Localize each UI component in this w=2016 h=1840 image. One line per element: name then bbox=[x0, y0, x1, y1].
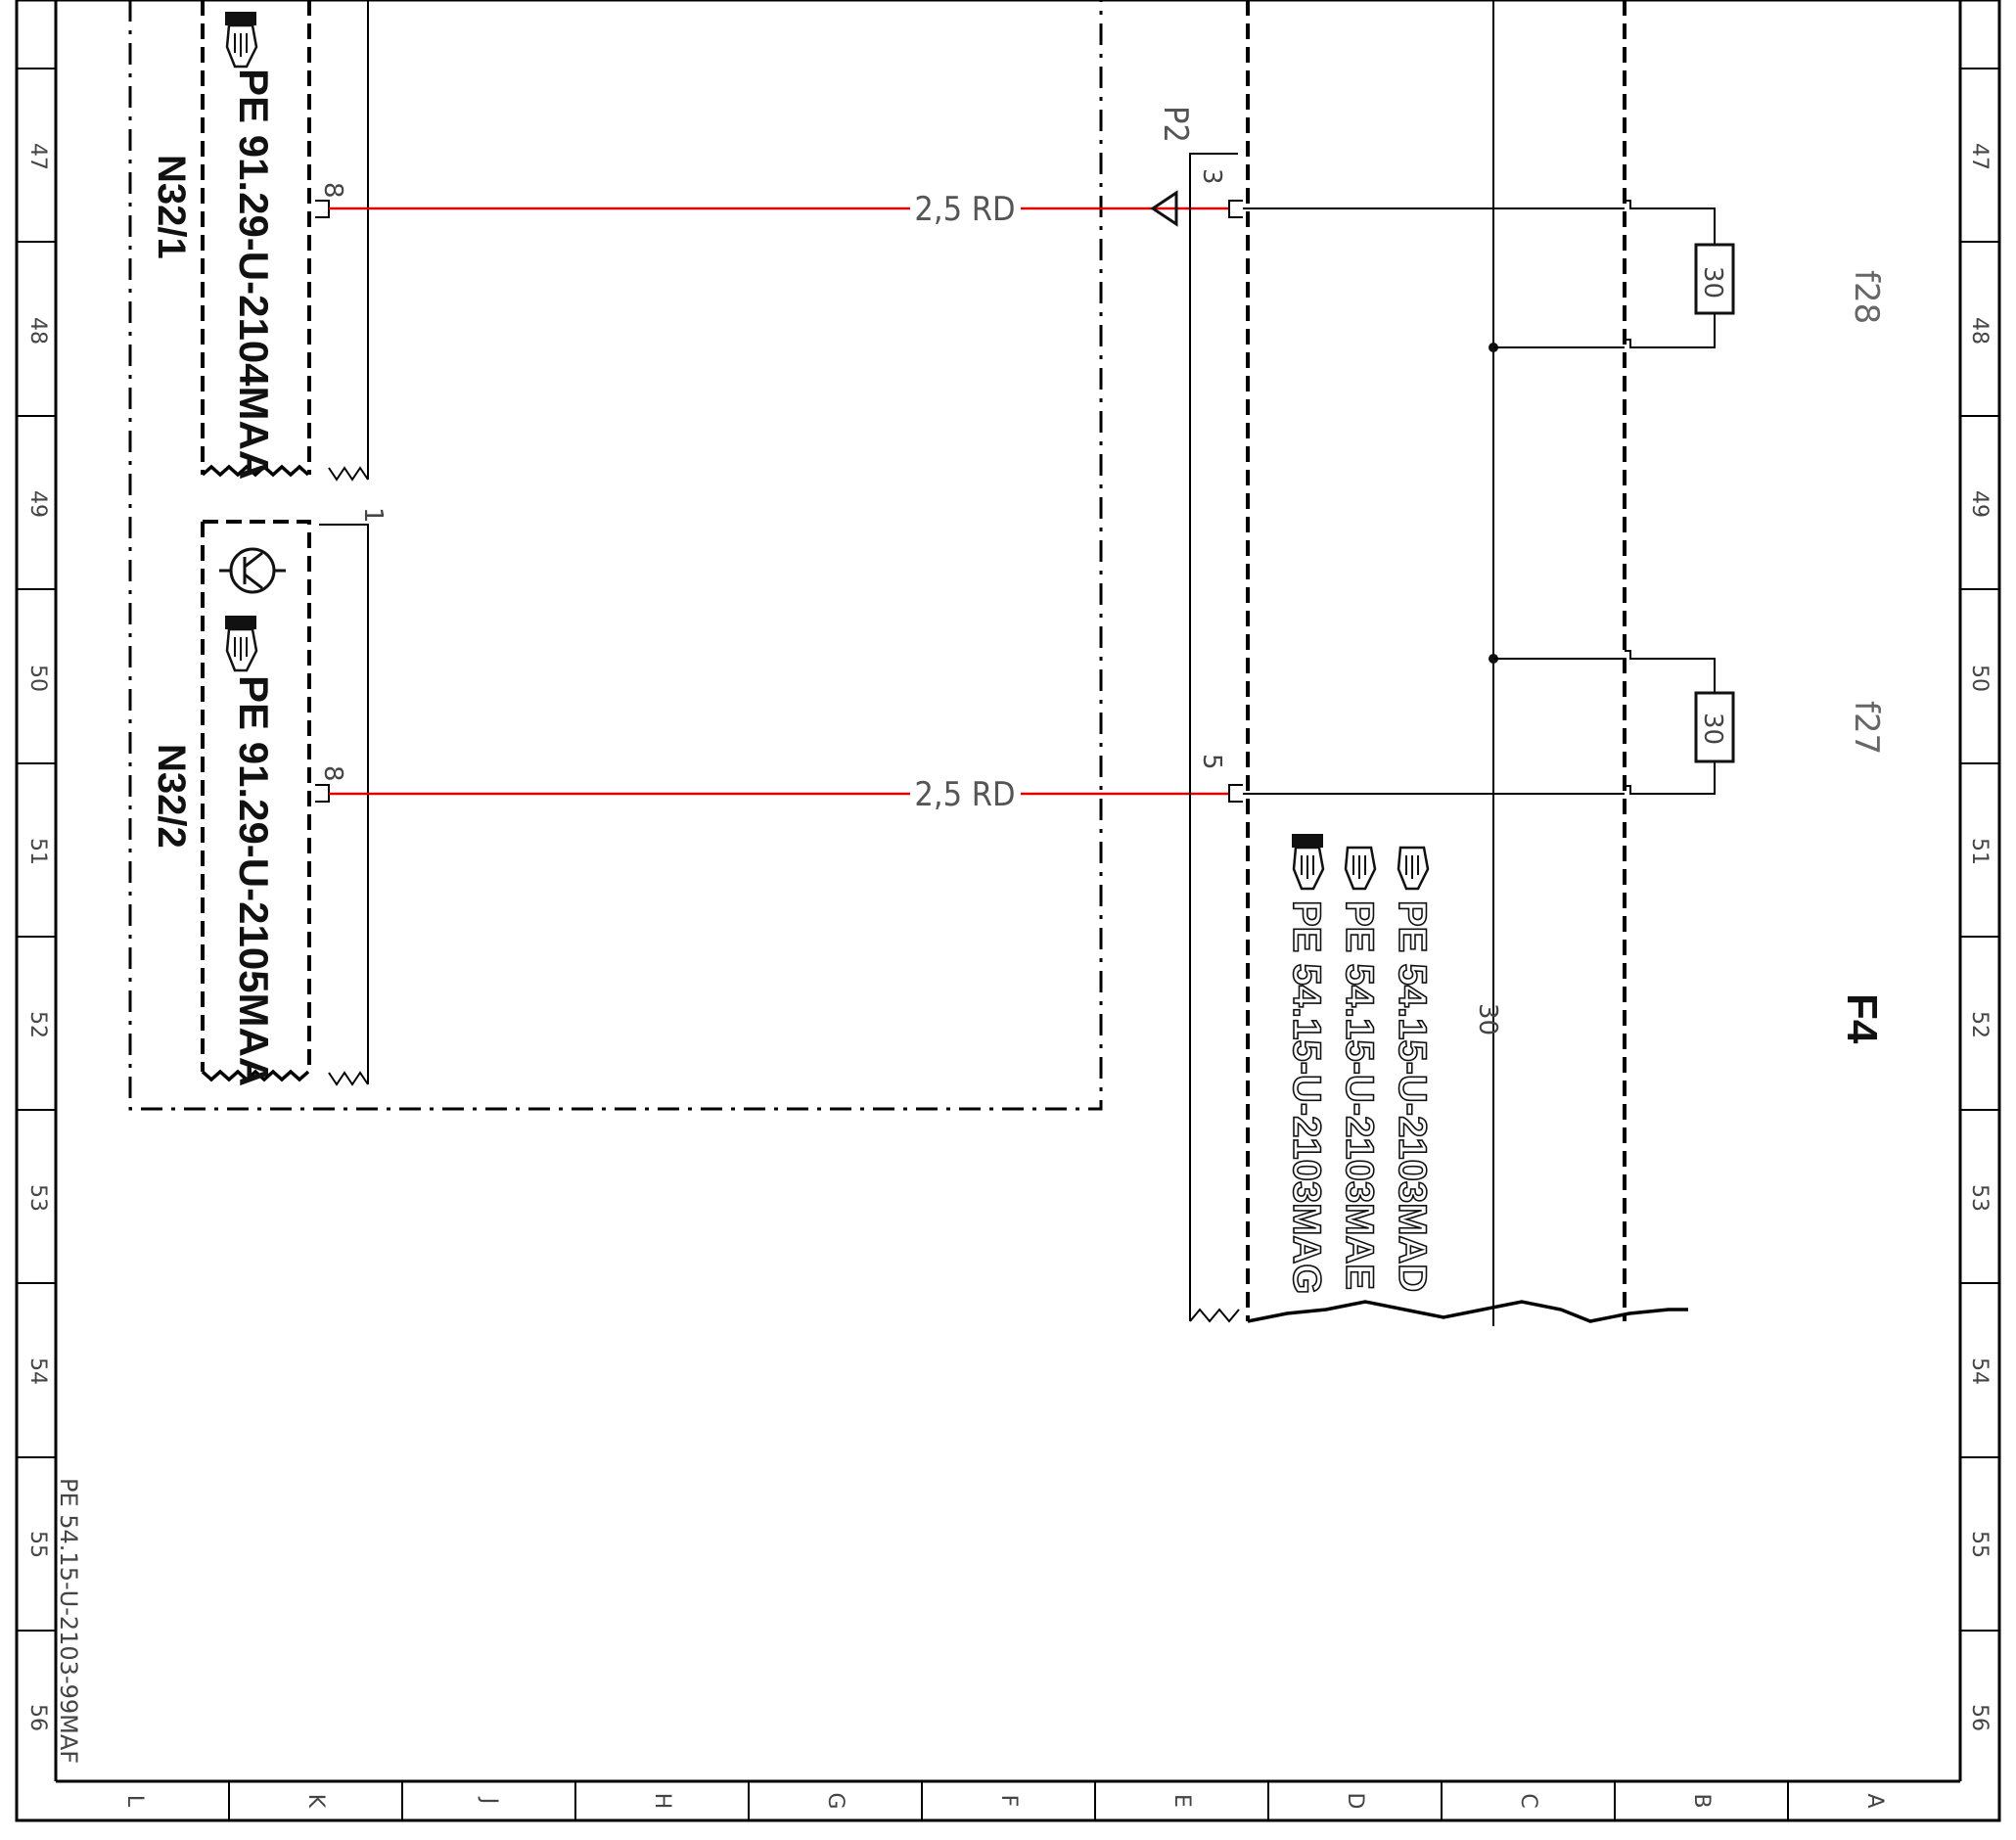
column-label: G bbox=[823, 1792, 848, 1809]
fuse-f27: 30 f27 bbox=[1625, 650, 1886, 795]
row-label: 54 bbox=[25, 1357, 50, 1385]
wire-2: 2,5 RD bbox=[329, 775, 1229, 814]
connector-pin: 3 bbox=[1197, 168, 1226, 185]
row-label: 50 bbox=[1967, 665, 1992, 692]
column-label: B bbox=[1689, 1793, 1714, 1808]
column-label: K bbox=[303, 1794, 328, 1809]
fuse-name: f28 bbox=[1847, 270, 1886, 324]
pointing-hand-icon bbox=[225, 616, 258, 672]
row-label: 56 bbox=[1967, 1704, 1992, 1731]
column-grid: L K J H G F E D C B A bbox=[122, 1781, 1887, 1820]
column-label: H bbox=[650, 1793, 674, 1810]
row-label: 52 bbox=[25, 1011, 50, 1038]
row-grid-labels-left: 47 48 49 50 51 52 53 54 55 56 bbox=[25, 143, 50, 1731]
row-label: 53 bbox=[25, 1184, 50, 1212]
row-label: 56 bbox=[25, 1704, 50, 1731]
column-label: J bbox=[477, 1796, 501, 1805]
fuse-name: f27 bbox=[1847, 701, 1886, 755]
connector-p2: P2 3 5 bbox=[1150, 106, 1243, 1323]
column-label: D bbox=[1343, 1793, 1367, 1810]
column-label: F bbox=[996, 1795, 1021, 1808]
fuse-box-f4 bbox=[1246, 0, 1688, 1323]
left-module-enclosure bbox=[128, 0, 1103, 1111]
terminal-n32-1 bbox=[315, 200, 330, 218]
pin-number-top: 1 bbox=[358, 507, 388, 524]
row-label: 49 bbox=[1967, 490, 1992, 518]
fuse-box-name: F4 bbox=[1838, 993, 1886, 1044]
connector-terminal bbox=[1228, 200, 1243, 218]
transistor-icon bbox=[219, 547, 286, 594]
device-ref-n32-2: PE 91.29-U-2105MAA bbox=[231, 675, 277, 1086]
fuse-box-ref: PE 54.15-U-2103MAG bbox=[1285, 900, 1328, 1294]
row-label: 55 bbox=[1967, 1531, 1992, 1558]
connector-name: P2 bbox=[1156, 106, 1195, 143]
pin-number: 8 bbox=[318, 765, 347, 782]
fuse-box-refs: PE 54.15-U-2103MAD PE 54.15-U-2103MAE PE… bbox=[1284, 834, 1435, 1295]
bus-label: 30 bbox=[1473, 1003, 1502, 1035]
drawing-frame bbox=[15, 0, 2001, 1822]
wire-1: 2,5 RD bbox=[329, 190, 1229, 229]
pointing-hand-icon bbox=[225, 12, 258, 69]
row-label: 48 bbox=[1967, 317, 1992, 345]
column-label: A bbox=[1862, 1793, 1887, 1808]
fuse-box-ref: PE 54.15-U-2103MAD bbox=[1391, 900, 1434, 1292]
row-label: 53 bbox=[1967, 1184, 1992, 1212]
terminal-n32-2 bbox=[315, 784, 330, 803]
row-label: 55 bbox=[25, 1531, 50, 1558]
row-label: 47 bbox=[1967, 143, 1992, 170]
connector-terminal bbox=[1228, 784, 1243, 803]
document-id: PE 54.15-U-2103-99MAF bbox=[55, 1478, 82, 1764]
row-label: 49 bbox=[25, 490, 50, 518]
fuse-f28: 30 f28 bbox=[1625, 200, 1886, 348]
row-label: 50 bbox=[25, 665, 50, 692]
wire-label: 2,5 RD bbox=[914, 775, 1015, 814]
column-label: L bbox=[122, 1795, 147, 1808]
fuse-box-ref: PE 54.15-U-2103MAE bbox=[1338, 900, 1381, 1290]
row-grid-ticks bbox=[17, 68, 1999, 1632]
pointing-hand-icon bbox=[1397, 846, 1430, 891]
device-ref-n32-1: PE 91.29-U-2104MAA bbox=[231, 69, 277, 480]
device-label-n32-2: N32/2 bbox=[150, 744, 193, 849]
plug-symbol bbox=[1150, 190, 1178, 227]
column-label: C bbox=[1516, 1793, 1540, 1808]
wire-label: 2,5 RD bbox=[914, 190, 1015, 229]
connector-pin: 5 bbox=[1197, 754, 1226, 770]
pointing-hand-icon bbox=[1344, 846, 1377, 891]
column-label: E bbox=[1169, 1794, 1194, 1808]
device-n32-2: 1 PE 91.29-U-2105MAA N32/2 8 bbox=[150, 507, 388, 1086]
device-n32-1: PE 91.29-U-2104MAA N32/1 8 bbox=[150, 0, 369, 482]
fuse-bus: 30 bbox=[1243, 0, 1625, 1326]
row-label: 54 bbox=[1967, 1357, 1992, 1385]
fuse-rating: 30 bbox=[1698, 266, 1727, 299]
fuse-rating: 30 bbox=[1698, 713, 1727, 745]
row-label: 52 bbox=[1967, 1011, 1992, 1038]
pointing-hand-icon bbox=[1292, 834, 1325, 891]
row-label: 48 bbox=[25, 317, 50, 345]
row-label: 51 bbox=[25, 838, 50, 865]
pin-number: 8 bbox=[318, 182, 347, 199]
row-label: 47 bbox=[25, 143, 50, 170]
row-label: 51 bbox=[1967, 838, 1992, 865]
row-grid-labels-right: 47 48 49 50 51 52 53 54 55 56 bbox=[1967, 143, 1992, 1731]
device-label-n32-1: N32/1 bbox=[150, 155, 193, 259]
